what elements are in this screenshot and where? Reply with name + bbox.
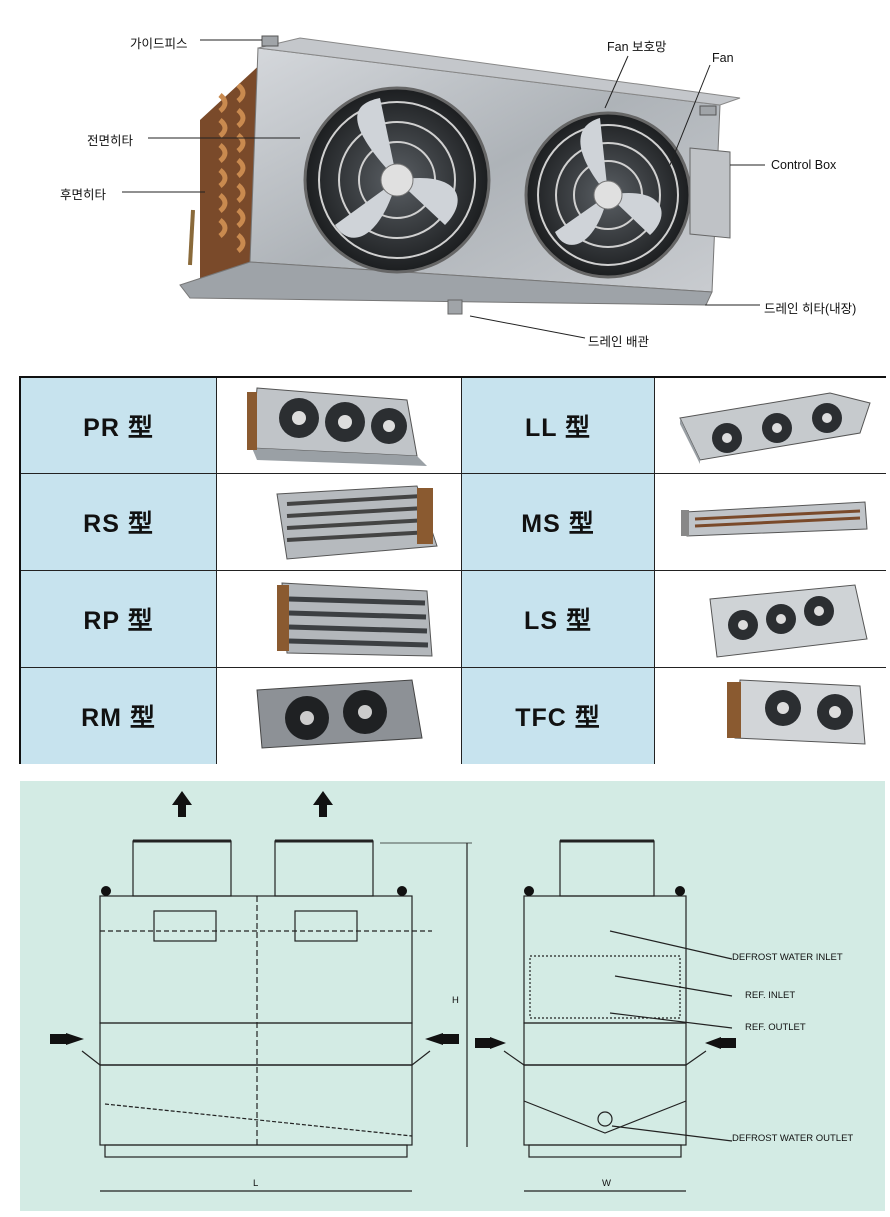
label-ref-outlet: REF. OUTLET	[745, 1022, 806, 1033]
label-defrost-water-outlet: DEFROST WATER OUTLET	[732, 1133, 854, 1144]
model-label-tfc: TFC 型	[462, 668, 655, 764]
callout-control-box: Control Box	[771, 158, 837, 172]
callout-rear-heater: 후면히타	[60, 188, 107, 202]
model-label-ll: LL 型	[462, 378, 655, 474]
label-defrost-water-inlet: DEFROST WATER INLET	[732, 952, 843, 963]
callout-fan-guard: Fan 보호망	[607, 40, 667, 54]
fan-2	[524, 111, 692, 279]
model-image-ll	[655, 378, 886, 474]
callout-front-heater: 전면히타	[87, 134, 134, 148]
model-image-pr	[217, 378, 462, 474]
unit-cooler-illustration	[122, 35, 765, 339]
model-image-rp	[217, 571, 462, 668]
dimension-l: L	[253, 1178, 259, 1189]
model-label-pr: PR 型	[21, 378, 217, 474]
fan-1	[303, 86, 491, 274]
model-image-rs	[217, 474, 462, 571]
callout-drain-heater: 드레인 히타(내장)	[764, 302, 857, 316]
model-label-ls: LS 型	[462, 571, 655, 668]
model-image-ls	[655, 571, 886, 668]
technical-drawing: DEFROST WATER INLET REF. INLET REF. OUTL…	[20, 781, 885, 1211]
control-box	[689, 147, 731, 239]
model-label-rp: RP 型	[21, 571, 217, 668]
callout-guide-piece: 가이드피스	[130, 37, 188, 51]
model-label-rm: RM 型	[21, 668, 217, 764]
model-image-rm	[217, 668, 462, 764]
product-hero: 가이드피스 전면히타 후면히타 Fan 보호망 Fan Control Box …	[0, 0, 890, 370]
model-label-ms: MS 型	[462, 474, 655, 571]
rear-coil	[188, 60, 265, 290]
callout-drain-pipe: 드레인 배관	[588, 335, 649, 349]
drain-pipe	[447, 299, 463, 315]
callout-fan: Fan	[712, 51, 734, 65]
dimension-drawing	[50, 791, 736, 1192]
dimension-w: W	[602, 1178, 611, 1189]
model-grid: PR 型 LL 型 RS 型 MS 型 RP 型	[19, 376, 886, 764]
model-image-tfc	[655, 668, 886, 764]
dimension-h: H	[452, 995, 459, 1006]
label-ref-inlet: REF. INLET	[745, 990, 796, 1001]
model-label-rs: RS 型	[21, 474, 217, 571]
model-image-ms	[655, 474, 886, 571]
